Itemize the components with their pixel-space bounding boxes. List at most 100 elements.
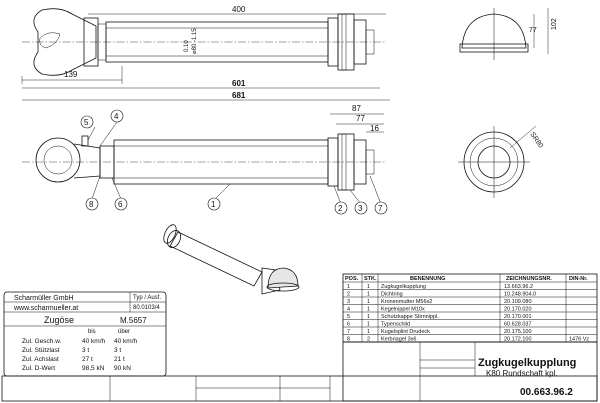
- np-cell-v2: 21 t: [114, 356, 125, 363]
- dim-681: 681: [232, 91, 246, 100]
- pl-cell-desc: Schutzkappe Stirnnippl.: [381, 314, 439, 320]
- dim-tol-dia: ⌀80 -1.15: [192, 28, 198, 54]
- dim-400: 400: [232, 5, 246, 14]
- np-website: www.scharmueller.at: [13, 305, 78, 312]
- pl-cell-drawing: 13.663.96.2: [504, 284, 533, 290]
- np-cell-v1: 27 t: [82, 356, 93, 363]
- pl-cell-drawing: 20.170.020: [504, 307, 532, 313]
- pl-cell-pos: 3: [347, 299, 350, 305]
- side-view: 77 102: [459, 8, 558, 60]
- pl-cell-qty: 1: [367, 299, 370, 305]
- pl-cell-drawing: 60.628.037: [504, 322, 532, 328]
- dim-77-side: 77: [529, 27, 537, 34]
- pl-cell-desc: Zugkugelkupplung: [381, 284, 426, 290]
- balloon-6: 6: [118, 200, 123, 209]
- pl-cell-qty: 1: [367, 314, 370, 320]
- pl-cell-din: 1476 Vz: [569, 337, 589, 343]
- np-cell-label: Zul. Stützlast: [22, 347, 60, 354]
- pl-cell-drawing: 20.175.100: [504, 329, 532, 335]
- coupling-neck: [73, 143, 101, 179]
- pl-cell-desc: Dichtring: [381, 292, 403, 298]
- dim-102: 102: [551, 18, 558, 30]
- np-cell-v1: 40 km/h: [82, 338, 106, 345]
- end-view: SR80: [458, 125, 544, 198]
- pl-cell-qty: 1: [367, 329, 370, 335]
- drawing-number: 00.663.96.2: [520, 387, 573, 398]
- pl-head-din: DIN-Nr.: [569, 276, 588, 282]
- pl-cell-pos: 6: [347, 322, 350, 328]
- pl-cell-desc: Kerbnagel 3x6: [381, 337, 416, 343]
- pl-cell-drawing: 20.109.080: [504, 299, 532, 305]
- pl-head-pos: POS.: [345, 276, 359, 282]
- pl-cell-qty: 1: [367, 322, 370, 328]
- pl-cell-pos: 4: [347, 307, 350, 313]
- dim-16: 16: [370, 124, 379, 133]
- pl-cell-drawing: 20.172.100: [504, 337, 532, 343]
- pl-cell-desc: Kronenmutter M56x2: [381, 299, 432, 305]
- np-cell-label: Zul. Achslast: [22, 356, 59, 363]
- np-type-value: 80.0103/4: [133, 305, 160, 311]
- np-type-label: Typ / Ausf.: [133, 295, 161, 301]
- title-sub: K80 Rundschaft kpl.: [486, 369, 558, 378]
- pl-cell-qty: 1: [367, 292, 370, 298]
- np-cell-label: Zul. Gesch.w.: [22, 338, 62, 345]
- pl-cell-desc: Typenschild: [381, 322, 410, 328]
- iso-ball: [267, 267, 299, 289]
- balloon-4: 4: [114, 112, 119, 121]
- coupling-eye: [35, 137, 81, 183]
- pl-cell-drawing: 20.170.001: [504, 314, 532, 320]
- pl-cell-qty: 1: [367, 307, 370, 313]
- dim-601: 601: [232, 79, 246, 88]
- dim-77: 77: [356, 114, 365, 123]
- ball-socket-top: [39, 32, 61, 49]
- np-cell-v2: 3 t: [114, 347, 121, 354]
- pl-cell-pos: 7: [347, 329, 350, 335]
- front-view: 87 77 16 5 4 8 6 1 2 3 7: [22, 104, 388, 215]
- balloon-1: 1: [211, 200, 216, 209]
- np-cell-v1: 98,5 kN: [82, 365, 105, 372]
- pl-cell-desc: Kegelnippel M10x: [381, 307, 425, 313]
- np-cell-v2: 40 km/h: [114, 338, 138, 345]
- pl-cell-pos: 1: [347, 284, 350, 290]
- np-col-uber: über: [118, 329, 130, 335]
- title-main: Zugkugelkupplung: [478, 357, 576, 369]
- dim-tol-top: 0.10: [184, 40, 190, 52]
- iso-neck: [261, 267, 281, 295]
- pl-cell-qty: 1: [367, 284, 370, 290]
- pl-cell-desc: Kugelsplint Drudeck: [381, 329, 430, 335]
- balloon-2: 2: [338, 204, 343, 213]
- top-view: 400 0.10 ⌀80 -1.15 139 601 681: [21, 5, 390, 101]
- title-block: Zugkugelkupplung K80 Rundschaft kpl. 00.…: [1, 341, 598, 402]
- pl-cell-qty: 2: [367, 337, 370, 343]
- pl-head-desc: BENENNUNG: [410, 276, 445, 282]
- pl-cell-drawing: 10.248.904.0: [504, 292, 536, 298]
- balloon-5: 5: [84, 118, 89, 127]
- np-product: Zugöse: [44, 315, 74, 325]
- np-cell-label: Zul. D-Wert: [22, 365, 55, 372]
- np-company: Scharmüller GmbH: [14, 295, 74, 302]
- coupling-head-top: [33, 8, 97, 76]
- pl-cell-pos: 2: [347, 292, 350, 298]
- parts-list: POS. STK. BENENNUNG ZEICHNUNGSNR. DIN-Nr…: [342, 273, 598, 343]
- grease-nipple: [81, 135, 89, 147]
- np-cell-v2: 90 kN: [114, 365, 131, 372]
- dim-139: 139: [64, 70, 78, 79]
- dim-sr80: SR80: [528, 131, 544, 149]
- dim-87: 87: [352, 104, 361, 113]
- pl-cell-pos: 5: [347, 314, 350, 320]
- iso-view: [163, 224, 300, 295]
- pl-head-drawing: ZEICHNUNGSNR.: [506, 276, 552, 282]
- pl-head-qty: STK.: [364, 276, 377, 282]
- nameplate: Scharmüller GmbH www.scharmueller.at Typ…: [3, 291, 167, 377]
- pl-cell-pos: 8: [347, 337, 350, 343]
- np-model: M.5657: [120, 316, 147, 325]
- np-cell-v1: 3 t: [82, 347, 89, 354]
- balloon-3: 3: [358, 204, 363, 213]
- iso-shaft: [169, 231, 263, 287]
- balloon-7: 7: [378, 204, 383, 213]
- np-col-bis: bis: [88, 329, 96, 335]
- balloon-8: 8: [89, 200, 94, 209]
